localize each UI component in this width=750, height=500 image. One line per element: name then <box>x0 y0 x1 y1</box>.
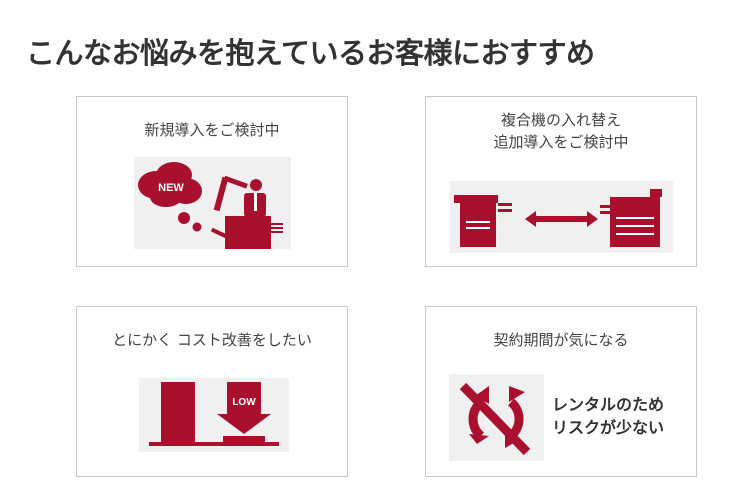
side-text-line2: リスクが少ない <box>552 418 665 437</box>
copier-swap-icon <box>450 181 673 253</box>
page-title: こんなお悩みを抱えているお客様におすすめ <box>26 36 595 70</box>
card-new-introduction: 新規導入をご検討中 NEW <box>76 96 348 267</box>
low-badge: LOW <box>232 397 256 408</box>
cost-down-icon: LOW <box>139 378 289 452</box>
card-heading-line2: 追加導入をご検討中 <box>493 133 629 151</box>
side-text-line1: レンタルのため <box>552 395 665 414</box>
card-replacement: 複合機の入れ替え 追加導入をご検討中 <box>425 96 697 267</box>
card-heading: 契約期間が気になる <box>493 331 629 349</box>
card-cost-reduction: とにかく コスト改善をしたい LOW <box>76 306 348 477</box>
no-renewal-icon <box>449 374 544 461</box>
new-copier-user-icon: NEW <box>134 157 291 249</box>
card-heading: とにかく コスト改善をしたい <box>112 331 312 349</box>
card-heading: 新規導入をご検討中 <box>144 121 280 139</box>
card-contract-period: 契約期間が気になる レンタルのため リスクが少ない <box>425 306 697 477</box>
card-heading-line1: 複合機の入れ替え <box>500 111 621 129</box>
new-badge: NEW <box>158 182 184 194</box>
